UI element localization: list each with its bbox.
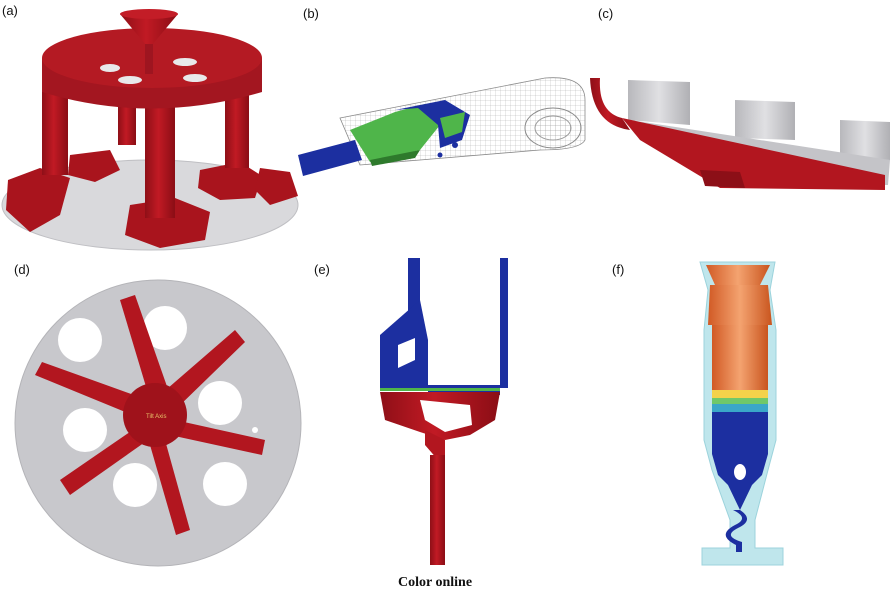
- panel-a-casting: [1, 9, 299, 251]
- panel-label-f: (f): [612, 262, 625, 277]
- panel-d-top-view: Tilt Axis: [14, 279, 302, 567]
- panel-f-vertical-fill: [699, 261, 784, 566]
- tilt-axis-label: Tilt Axis: [146, 414, 166, 420]
- panel-e-cross-section: [380, 258, 508, 565]
- panel-label-e: (e): [314, 262, 330, 277]
- panel-label-c: (c): [598, 6, 614, 21]
- figure-caption: Color online: [398, 575, 473, 590]
- panel-label-a: (a): [2, 3, 18, 18]
- panel-label-b: (b): [303, 6, 319, 21]
- panel-c-mold-section: [590, 78, 890, 190]
- panel-b-fill-simulation: [298, 77, 586, 176]
- panel-label-d: (d): [14, 262, 30, 277]
